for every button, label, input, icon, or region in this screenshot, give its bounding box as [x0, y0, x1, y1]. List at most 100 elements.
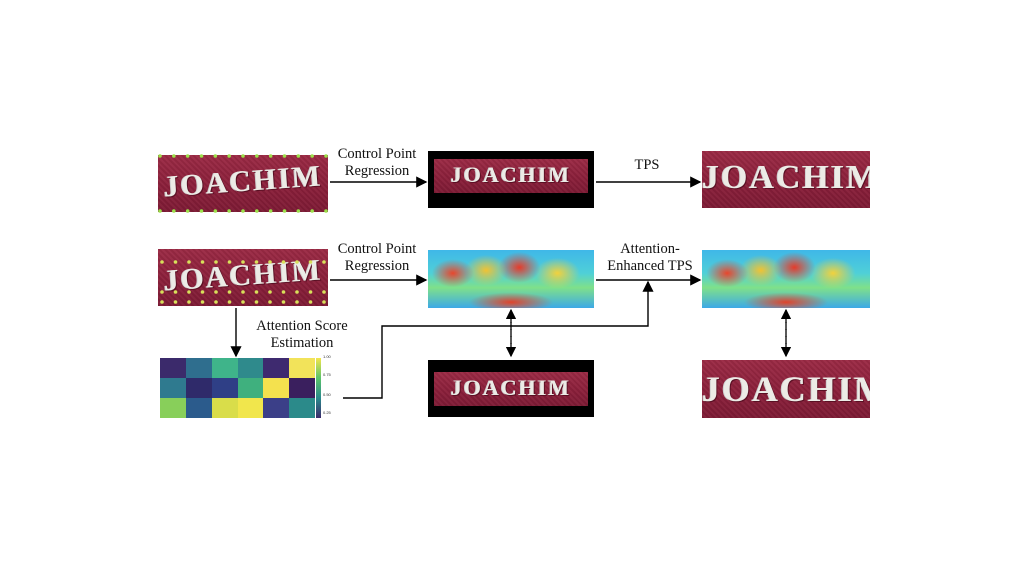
- control-point: [214, 290, 218, 294]
- control-point: [282, 154, 287, 158]
- control-point: [173, 260, 178, 264]
- heatmap-cell: [211, 398, 238, 418]
- control-point: [227, 290, 232, 294]
- label-attention-score-estimation: Attention Score Estimation: [256, 318, 348, 351]
- heatmap-cell: [211, 358, 238, 378]
- output-tps-image: JOACHIM: [702, 151, 870, 208]
- control-point: [185, 209, 190, 213]
- control-point: [255, 154, 259, 158]
- control-point: [200, 290, 205, 294]
- attention-map-middle: [428, 250, 594, 308]
- control-point: [255, 209, 259, 213]
- control-point: [158, 154, 162, 158]
- control-point: [268, 260, 272, 264]
- control-point: [281, 290, 286, 294]
- heatmap-cell: [289, 358, 315, 378]
- colorbar-tick: 1.00: [323, 354, 331, 359]
- control-point: [200, 300, 205, 304]
- control-point: [187, 290, 191, 294]
- control-points-overlay: [158, 154, 328, 304]
- control-point: [282, 209, 287, 213]
- control-point: [160, 300, 164, 304]
- heatmap-cell: [185, 398, 212, 418]
- control-point: [227, 300, 232, 304]
- control-point: [213, 154, 218, 158]
- colorbar-tick: 0.25: [323, 410, 331, 415]
- heatmap-cell: [289, 398, 315, 418]
- heatmap-cell: [160, 358, 186, 378]
- heatmap-cell: [289, 378, 315, 398]
- control-point: [296, 209, 301, 213]
- colorbar-tick: 0.50: [323, 392, 331, 397]
- label-tps: TPS: [634, 157, 660, 173]
- rectified-control-points-top-image: JOACHIM: [434, 159, 588, 193]
- output-tps-image-text: JOACHIM: [702, 159, 870, 196]
- control-point: [296, 154, 301, 158]
- control-point: [199, 209, 204, 213]
- control-point: [324, 209, 328, 213]
- control-point: [254, 260, 259, 264]
- control-point: [268, 290, 272, 294]
- control-point: [241, 290, 245, 294]
- rectified-control-points-bottom-image: JOACHIM: [434, 372, 588, 406]
- control-point: [173, 290, 178, 294]
- control-point: [199, 154, 204, 158]
- rectified-control-points-top-text: JOACHIM: [450, 162, 572, 187]
- control-point: [227, 154, 231, 158]
- final-rectified-image: JOACHIM: [702, 360, 870, 418]
- control-point: [160, 260, 164, 264]
- control-point: [322, 300, 326, 304]
- heatmap-cell: [263, 398, 290, 418]
- control-point: [172, 209, 176, 213]
- colorbar-ticks: 1.00 0.75 0.50 0.25: [323, 354, 343, 422]
- heatmap-cell: [160, 398, 186, 418]
- control-point: [281, 300, 286, 304]
- control-point: [322, 290, 326, 294]
- control-point: [295, 290, 299, 294]
- heatmap-cell: [160, 378, 186, 398]
- input-image-bottom: JOACHIM: [158, 249, 328, 306]
- control-point: [187, 260, 191, 264]
- control-point: [268, 300, 272, 304]
- control-point: [213, 209, 218, 213]
- control-point: [308, 260, 313, 264]
- control-point: [241, 209, 245, 213]
- control-point: [295, 260, 299, 264]
- label-attention-enhanced-tps: Attention- Enhanced TPS: [607, 241, 693, 274]
- final-rectified-image-text: JOACHIM: [702, 369, 870, 409]
- control-point: [214, 260, 218, 264]
- control-point: [254, 290, 259, 294]
- control-point: [295, 300, 299, 304]
- heatmap-cell: [237, 358, 264, 378]
- rectified-control-points-top: JOACHIM: [428, 151, 594, 208]
- control-point: [160, 290, 164, 294]
- control-point: [227, 260, 232, 264]
- heatmap-cell: [185, 378, 212, 398]
- control-point: [254, 300, 259, 304]
- control-point: [268, 209, 273, 213]
- heatmap-cell: [237, 378, 264, 398]
- control-point: [281, 260, 286, 264]
- control-point: [241, 260, 245, 264]
- attention-map-right: [702, 250, 870, 308]
- label-control-point-regression-bottom: Control Point Regression: [337, 241, 417, 274]
- control-point: [185, 154, 190, 158]
- control-point: [308, 290, 313, 294]
- input-image-top: JOACHIM: [158, 155, 328, 212]
- control-point: [324, 154, 328, 158]
- colorbar: [316, 358, 321, 418]
- heatmap-cell: [263, 358, 290, 378]
- control-point: [227, 209, 231, 213]
- rectified-control-points-bottom-text: JOACHIM: [450, 375, 572, 400]
- control-point: [214, 300, 218, 304]
- heatmap-cell: [263, 378, 290, 398]
- heatmap-cell: [237, 398, 264, 418]
- control-point: [241, 300, 245, 304]
- control-point: [241, 154, 245, 158]
- control-point: [310, 154, 314, 158]
- control-point: [322, 260, 326, 264]
- attention-score-grid: [160, 358, 315, 418]
- control-point: [268, 154, 273, 158]
- control-point: [200, 260, 205, 264]
